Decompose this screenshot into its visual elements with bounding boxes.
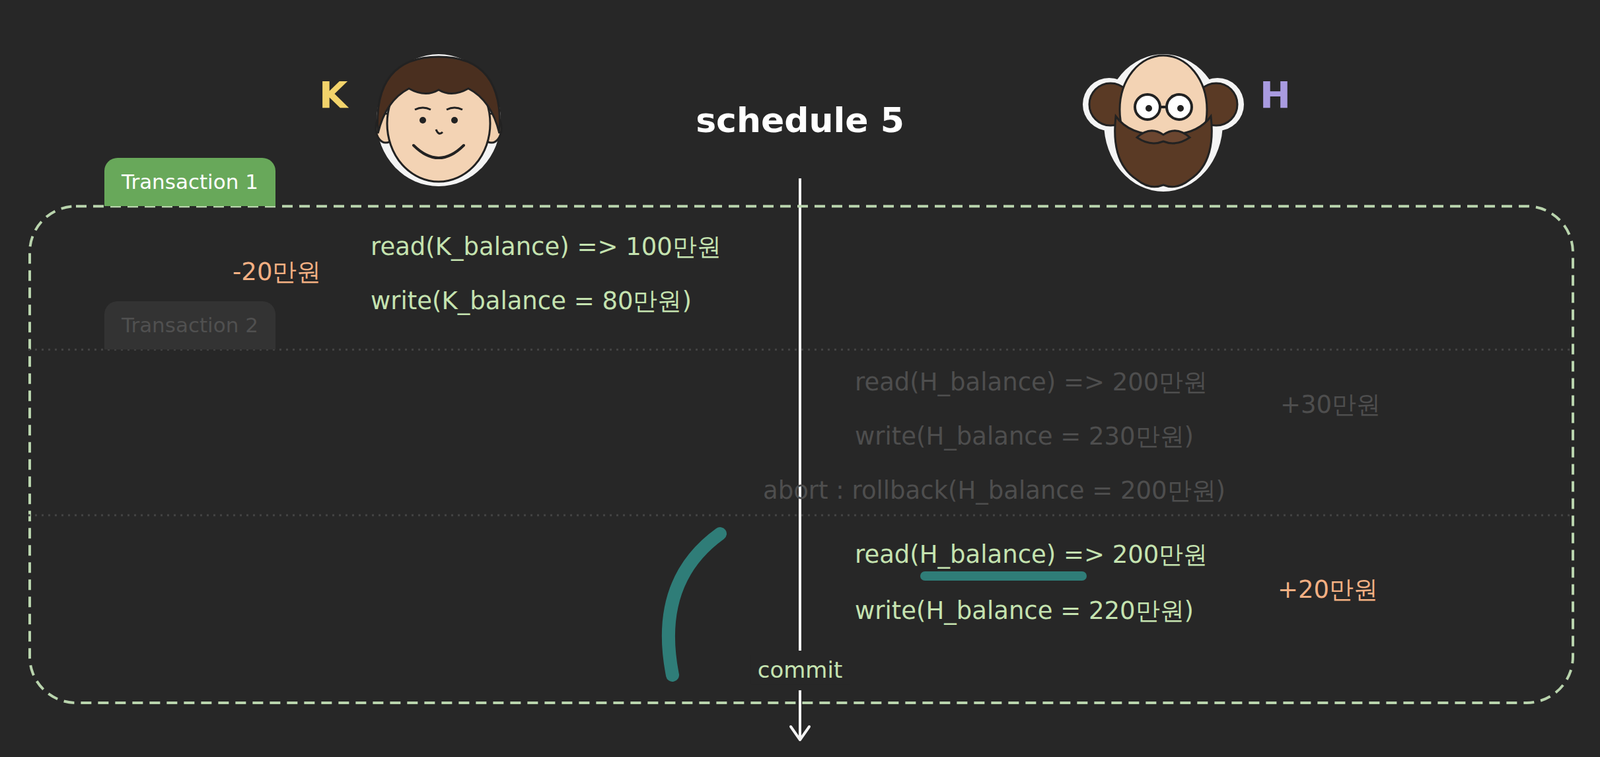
person-letter: K — [319, 72, 348, 117]
dashed-border — [28, 157, 1575, 705]
operation-text: write(K_balance = 80만원) — [370, 286, 692, 316]
amount-note: +20만원 — [1277, 575, 1379, 605]
operation-text: read(H_balance) => 200만원 — [854, 540, 1208, 570]
faded-operation: write(H_balance = 230만원) — [854, 422, 1194, 452]
arrow-head — [790, 726, 810, 740]
operation-text: write(H_balance = 220만원) — [854, 596, 1194, 626]
dashed-border — [29, 206, 1573, 703]
amount-note: -20만원 — [232, 257, 322, 287]
highlight-arc — [668, 533, 721, 676]
transaction-box: Transaction 1 Transaction 2 — [28, 157, 1575, 705]
operation-text: read(K_balance) => 100만원 — [370, 232, 722, 262]
highlight-underline — [924, 571, 1083, 581]
person-letter: H — [1259, 72, 1291, 117]
k-face — [375, 54, 502, 187]
faded-operation: read(H_balance) => 200만원 — [854, 367, 1208, 398]
commit-label: commit — [751, 655, 850, 686]
faded-operation: abort : rollback(H_balance = 200만원) — [763, 476, 1226, 506]
dotted-divider — [28, 514, 1575, 517]
diagram-title: schedule 5 — [695, 99, 905, 141]
h-face — [1082, 54, 1244, 192]
timeline — [798, 178, 802, 651]
transaction-tab: Transaction 1 — [104, 157, 276, 207]
timeline-arrow — [798, 690, 802, 739]
faded-amount: +30만원 — [1280, 390, 1381, 420]
transaction-tab: Transaction 2 — [104, 301, 276, 350]
